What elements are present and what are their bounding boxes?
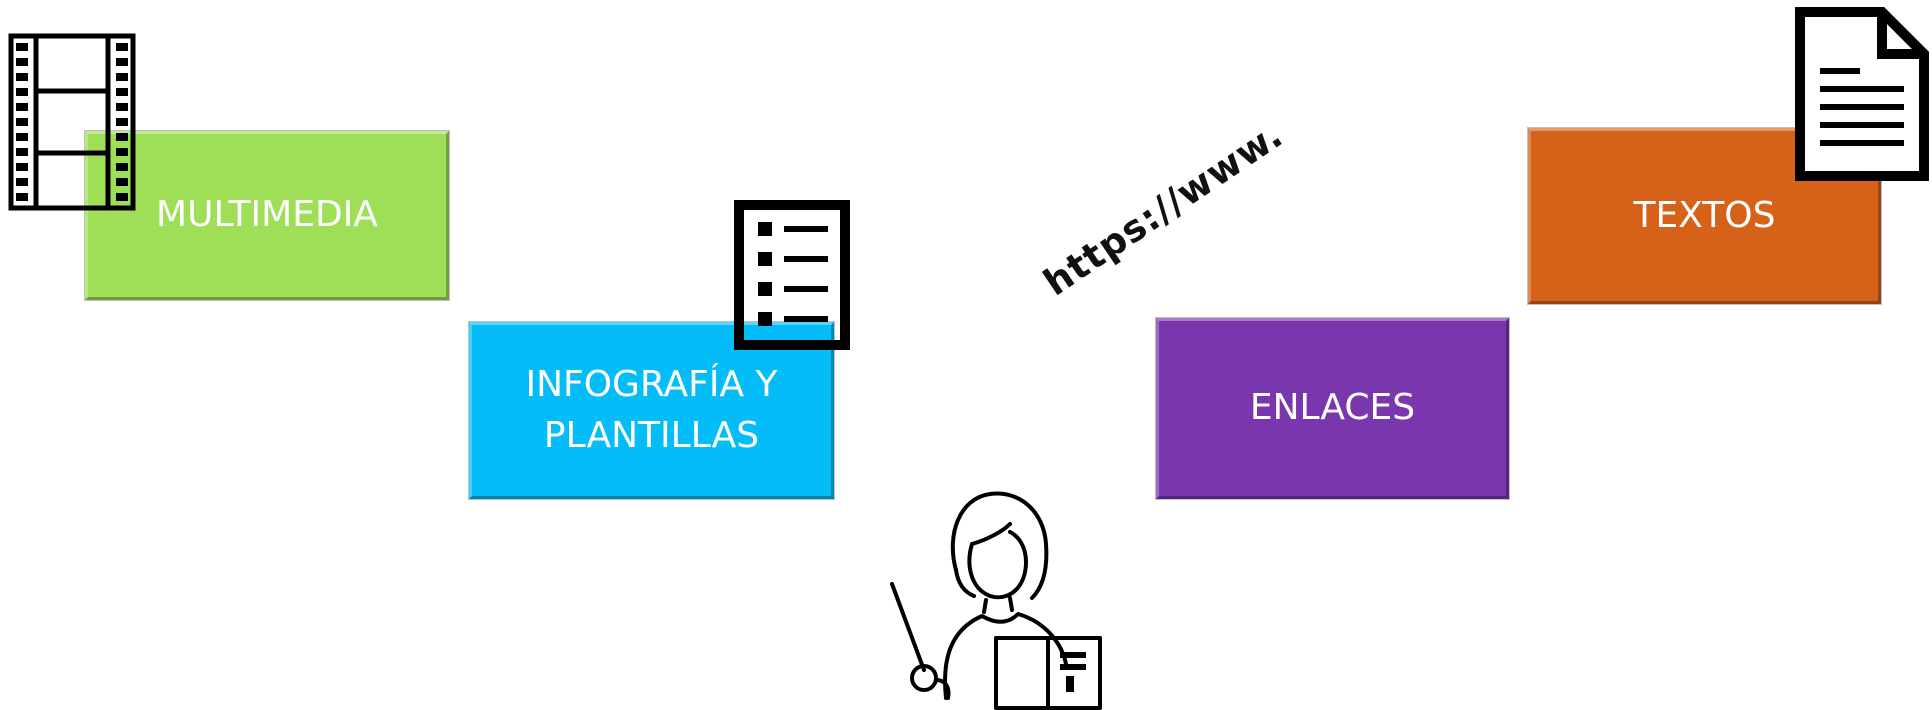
film-perforation — [16, 43, 28, 51]
film-perforation — [116, 148, 128, 156]
enlaces-tile[interactable]: ENLACES — [1156, 318, 1509, 499]
film-perforation — [16, 148, 28, 156]
film-perforation — [116, 118, 128, 126]
film-perforation — [116, 178, 128, 186]
film-perforation — [116, 58, 128, 66]
multimedia-label: MULTIMEDIA — [156, 194, 378, 236]
film-perforation — [116, 193, 128, 201]
teacher-reading-icon — [890, 491, 1102, 710]
film-perforation — [16, 118, 28, 126]
infografia-tile[interactable]: INFOGRAFÍA Y PLANTILLAS — [469, 322, 834, 499]
film-perforation — [16, 163, 28, 171]
checklist-icon — [734, 200, 850, 350]
film-perforation — [16, 88, 28, 96]
film-perforation — [16, 193, 28, 201]
film-perforation — [116, 133, 128, 141]
film-perforation — [116, 73, 128, 81]
textos-label: TEXTOS — [1633, 194, 1776, 236]
enlaces-label: ENLACES — [1249, 387, 1416, 429]
infografia-label-line2: PLANTILLAS — [543, 414, 760, 456]
film-perforation — [16, 58, 28, 66]
multimedia-tile[interactable]: MULTIMEDIA — [85, 131, 449, 300]
film-perforation — [16, 103, 28, 111]
film-perforation — [116, 43, 128, 51]
film-strip-icon — [8, 33, 136, 211]
film-perforation — [116, 163, 128, 171]
film-perforation — [116, 103, 128, 111]
infografia-label-line1: INFOGRAFÍA Y — [525, 364, 778, 406]
film-perforation — [116, 88, 128, 96]
film-perforation — [16, 178, 28, 186]
url-label: https://www. — [1035, 113, 1291, 305]
document-icon — [1795, 7, 1929, 181]
film-perforation — [16, 73, 28, 81]
film-perforation — [16, 133, 28, 141]
